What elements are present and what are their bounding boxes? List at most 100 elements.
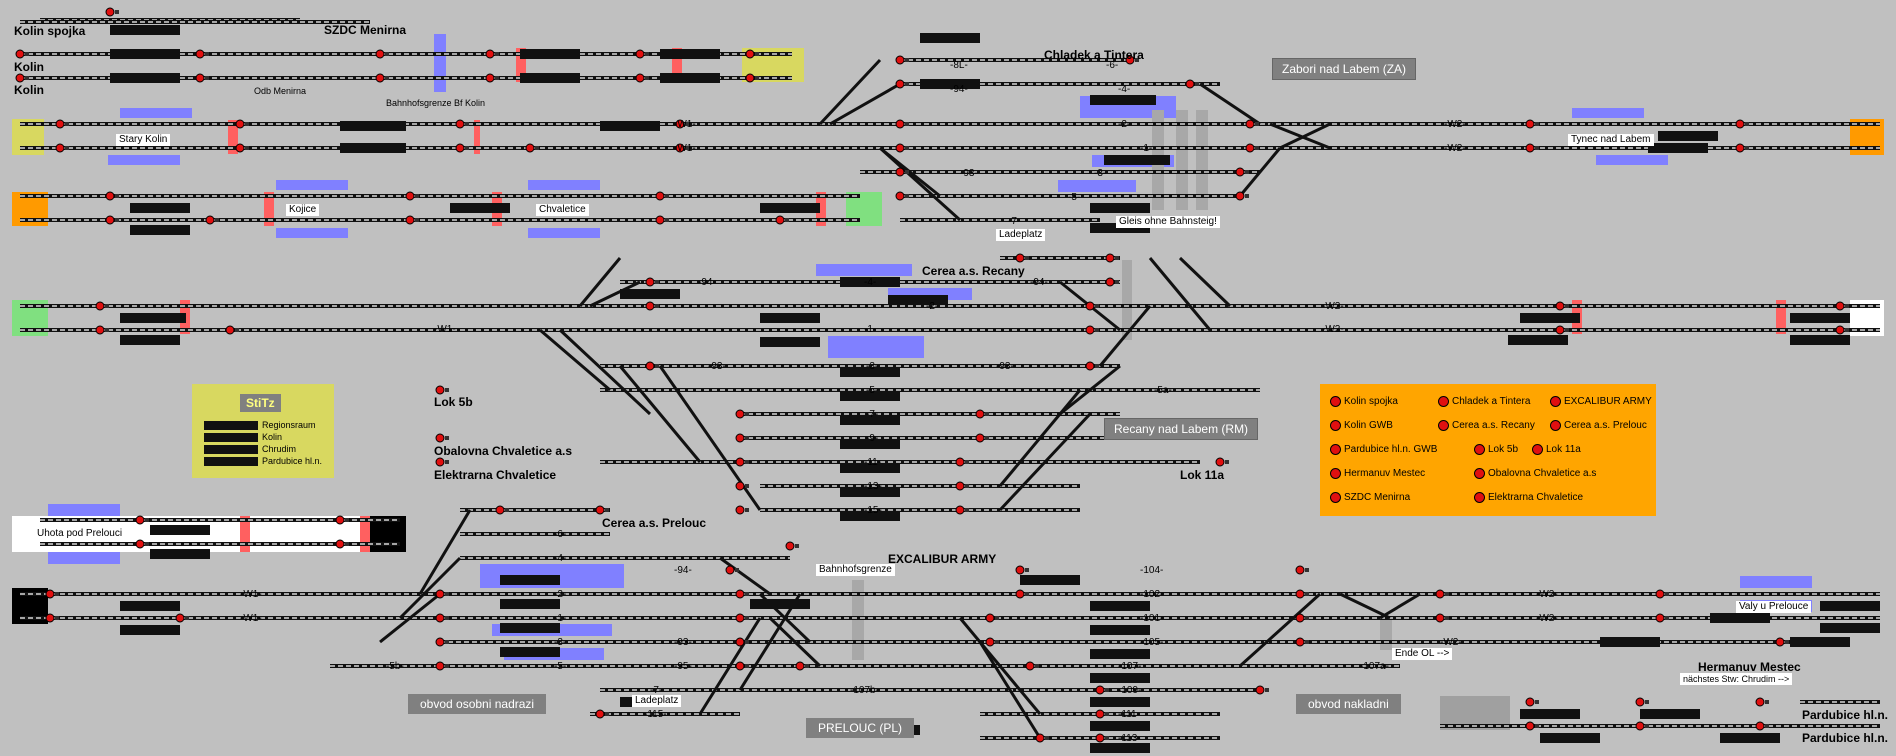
track-caption: -113- — [1118, 733, 1141, 744]
signal-head — [685, 146, 689, 150]
status-item[interactable]: Cerea a.s. Prelouc — [1550, 420, 1647, 431]
signal-head — [1765, 700, 1769, 704]
signal-head — [655, 304, 659, 308]
axle-counter-display — [1600, 637, 1660, 647]
axle-counter-display — [1640, 709, 1700, 719]
signal-lamp — [1735, 119, 1745, 129]
track-crossover — [589, 280, 641, 308]
status-item[interactable]: EXCALIBUR ARMY — [1550, 396, 1652, 407]
signal-lamp — [1775, 637, 1785, 647]
status-item[interactable]: Kolin spojka — [1330, 396, 1398, 407]
signal-head — [1135, 58, 1139, 62]
track-caption: -11- — [864, 457, 882, 468]
status-item[interactable]: Lok 11a — [1532, 444, 1581, 455]
signal-head — [245, 146, 249, 150]
signal-lamp — [895, 191, 905, 201]
status-item[interactable]: Cerea a.s. Recany — [1438, 420, 1535, 431]
signal-head — [605, 712, 609, 716]
status-item[interactable]: Chladek a Tintera — [1438, 396, 1530, 407]
signal-lamp — [335, 539, 345, 549]
signal-head — [1305, 592, 1309, 596]
occupied-section — [264, 192, 274, 226]
track-crossover — [539, 328, 611, 392]
block-section — [1058, 180, 1136, 192]
signal-head — [1665, 616, 1669, 620]
axle-counter-display — [1090, 721, 1150, 731]
status-item[interactable]: SZDC Menirna — [1330, 492, 1410, 503]
signal-head — [745, 508, 749, 512]
signal-head — [25, 52, 29, 56]
signal-lamp — [735, 505, 745, 515]
axle-counter-display — [150, 549, 210, 559]
label-lok-5b: Lok 5b — [434, 395, 473, 409]
station-prelouc[interactable]: PRELOUC (PL) — [806, 718, 915, 738]
track-caption: -94- — [1030, 277, 1048, 288]
signal-lamp — [1095, 733, 1105, 743]
axle-counter-display — [1090, 203, 1150, 213]
signal-lamp — [1085, 301, 1095, 311]
signal-lamp — [1215, 457, 1225, 467]
signal-head — [445, 664, 449, 668]
label-stary-kolin: Stary Kolin — [116, 134, 171, 146]
axle-counter-display — [1710, 613, 1770, 623]
signal-lamp — [495, 505, 505, 515]
track-crossover — [1178, 256, 1232, 308]
signal-head — [985, 436, 989, 440]
axle-counter-display — [340, 143, 406, 153]
track-caption: -6- — [1106, 60, 1119, 71]
track-caption: -7- — [866, 409, 879, 420]
track-crossover — [1098, 305, 1152, 367]
signal-head — [1095, 364, 1099, 368]
signal-lamp — [735, 613, 745, 623]
signal-head — [185, 616, 189, 620]
block-section — [528, 228, 600, 238]
signal-head — [965, 508, 969, 512]
status-item[interactable]: Kolin GWB — [1330, 420, 1393, 431]
signal-lamp — [635, 49, 645, 59]
occupied-section — [672, 48, 682, 82]
station-obvod-nakladni[interactable]: obvod nakladni — [1296, 694, 1401, 714]
signal-lamp — [725, 565, 735, 575]
signal-head — [1195, 82, 1199, 86]
signal-lamp — [235, 143, 245, 153]
signal-head — [1645, 700, 1649, 704]
status-item[interactable]: Hermanuv Mestec — [1330, 468, 1425, 479]
axle-counter-display — [1820, 623, 1880, 633]
signal-lamp — [435, 589, 445, 599]
station-obvod-osobni[interactable]: obvod osobni nadrazi — [408, 694, 547, 714]
status-item[interactable]: Obalovna Chvaletice a.s — [1474, 468, 1596, 479]
track-crossover — [719, 556, 771, 596]
station-zabori[interactable]: Zabori nad Labem (ZA) — [1272, 58, 1417, 80]
track-caption: -115- — [644, 709, 667, 720]
track-crossover — [379, 592, 441, 644]
track-caption: -4- — [864, 277, 877, 288]
station-recany[interactable]: Recany nad Labem (RM) — [1104, 418, 1259, 440]
signal-head — [1245, 170, 1249, 174]
track-caption: -1- — [554, 613, 567, 624]
signal-lamp — [55, 119, 65, 129]
track-caption: -2- — [926, 301, 939, 312]
signal-lamp — [975, 409, 985, 419]
status-item[interactable]: Elektrarna Chvaletice — [1474, 492, 1583, 503]
axle-counter-display — [1090, 673, 1150, 683]
signal-head — [1845, 304, 1849, 308]
axle-counter-display — [840, 367, 900, 377]
status-item[interactable]: Pardubice hl.n. GWB — [1330, 444, 1437, 455]
axle-counter-display — [1020, 575, 1080, 585]
signal-head — [735, 568, 739, 572]
axle-counter-display — [840, 511, 900, 521]
axle-counter-display — [1090, 601, 1150, 611]
signal-head — [385, 76, 389, 80]
signal-lamp — [95, 301, 105, 311]
signal-head — [1045, 736, 1049, 740]
axle-counter-display — [1820, 601, 1880, 611]
signal-lamp — [1435, 589, 1445, 599]
signal-head — [1245, 194, 1249, 198]
status-item[interactable]: Lok 5b — [1474, 444, 1518, 455]
signal-head — [1255, 122, 1259, 126]
signal-head — [745, 484, 749, 488]
track-caption: -3- — [866, 361, 879, 372]
track-caption: -2- — [1118, 119, 1131, 130]
signal-lamp — [485, 49, 495, 59]
label-pardubice-1: Pardubice hl.n. — [1802, 708, 1889, 722]
